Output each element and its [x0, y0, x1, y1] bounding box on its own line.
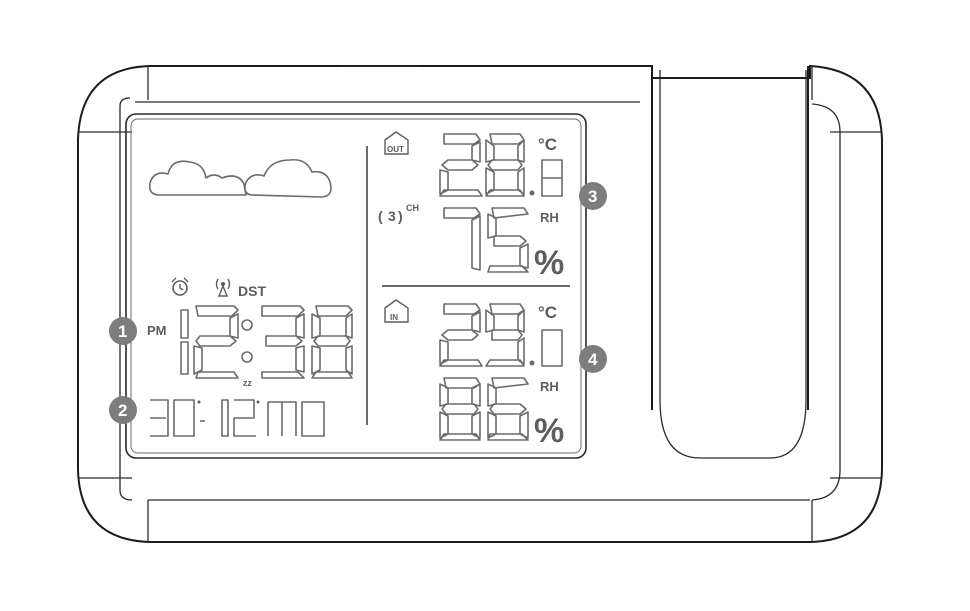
outdoor-humidity-digits: [443, 207, 529, 273]
alarm-clock-icon: [171, 277, 189, 296]
lcd-panel: [125, 113, 587, 459]
date-display: [150, 399, 325, 437]
outdoor-temperature-digits: [439, 133, 563, 197]
outdoor-temp-unit: °C: [538, 135, 557, 154]
indoor-rh-label: RH: [540, 379, 559, 394]
outdoor-rh-label: RH: [540, 210, 559, 225]
outdoor-house-icon: OUT: [384, 131, 409, 155]
cloudy-icon: [148, 158, 332, 198]
callout-1: 1: [109, 317, 137, 345]
callout-2: 2: [109, 396, 137, 424]
radio-signal-icon: [215, 278, 231, 297]
indoor-humidity-digits: [439, 377, 529, 441]
channel-number: 3: [388, 208, 396, 224]
channel-open: (: [378, 208, 383, 224]
indoor-humidity-percent: %: [534, 412, 564, 450]
projector-arm: [651, 66, 809, 459]
callout-4: 4: [579, 345, 607, 373]
time-display: [180, 305, 353, 379]
indoor-temperature-digits: [439, 303, 563, 367]
sleep-icon: zz: [243, 378, 253, 388]
device-housing: [77, 64, 883, 543]
channel-label: CH: [406, 203, 419, 213]
callout-2-number: 2: [118, 401, 127, 420]
dst-label: DST: [238, 283, 266, 299]
outdoor-label: OUT: [387, 145, 404, 154]
callout-3-number: 3: [588, 187, 597, 206]
indoor-temp-unit: °C: [538, 303, 557, 322]
outdoor-humidity-percent: %: [534, 244, 564, 282]
channel-indicator: ( 3 ) CH: [378, 203, 419, 224]
channel-close: ): [398, 208, 403, 224]
callout-1-number: 1: [118, 322, 127, 341]
callout-3: 3: [579, 182, 607, 210]
indoor-label: IN: [390, 313, 398, 322]
callout-4-number: 4: [588, 350, 598, 369]
ampm-indicator: PM: [147, 323, 167, 338]
indoor-house-icon: IN: [384, 299, 409, 323]
